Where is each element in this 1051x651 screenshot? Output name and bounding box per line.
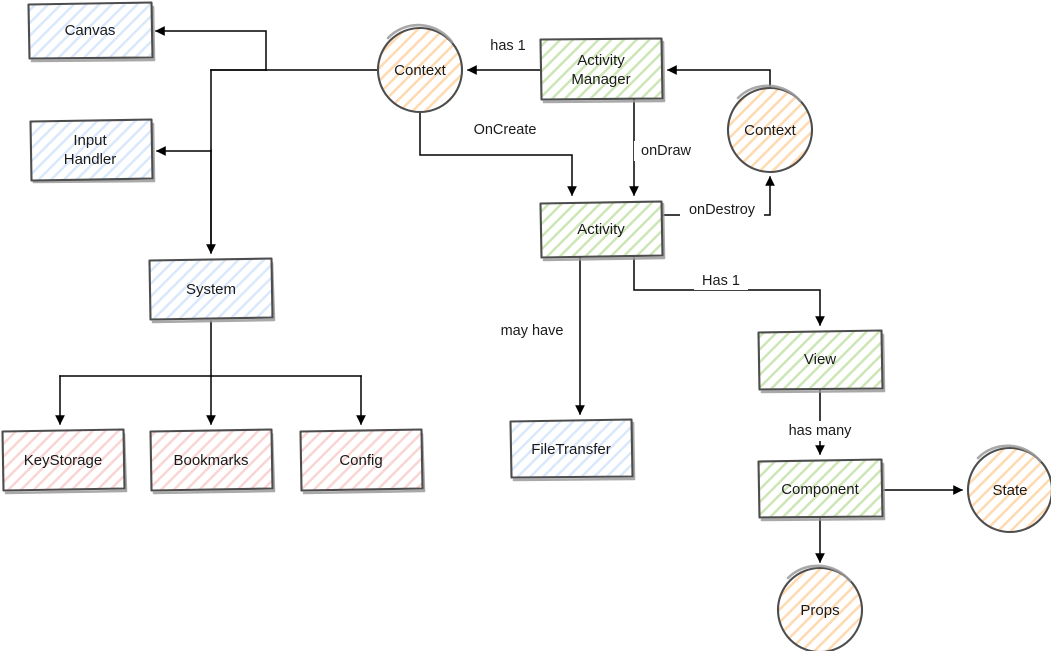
node-activity-label: Activity [577, 221, 625, 238]
node-context-right[interactable]: Context [726, 84, 814, 174]
node-activity-manager[interactable]: Activity Manager [539, 37, 666, 104]
node-input-handler-label-line1: Input [73, 132, 107, 149]
label-bg-mayhave [494, 321, 570, 341]
node-system-label: System [186, 281, 236, 298]
edge-context-to-canvas [155, 26, 267, 71]
node-component-label: Component [781, 481, 859, 498]
label-bg-oncreate [462, 120, 548, 140]
node-bookmarks[interactable]: Bookmarks [149, 428, 276, 495]
edge-label-may-have: may have [501, 323, 564, 339]
node-input-handler-label-line2: Handler [64, 151, 117, 168]
node-keystorage[interactable]: KeyStorage [1, 428, 128, 495]
label-bg-hasmany [780, 421, 860, 441]
node-context-right-label: Context [744, 122, 797, 139]
node-component[interactable]: Component [757, 458, 886, 522]
node-context-left[interactable]: Context [376, 23, 464, 114]
edge-label-has-many: has many [789, 423, 853, 439]
node-bookmarks-label: Bookmarks [173, 452, 248, 469]
edge-label-has-1-upper: Has 1 [702, 273, 740, 289]
node-system[interactable]: System [148, 257, 276, 324]
node-activity[interactable]: Activity [539, 200, 666, 262]
label-bg-has1-lower [482, 35, 534, 55]
node-view[interactable]: View [757, 329, 886, 394]
edge-label-on-destroy: onDestroy [689, 202, 756, 218]
node-props[interactable]: Props [776, 564, 864, 651]
node-activity-manager-label-line2: Manager [571, 71, 630, 88]
node-filetransfer-label: FileTransfer [531, 441, 610, 458]
node-state[interactable]: State [966, 444, 1051, 534]
node-activity-manager-label-line1: Activity [577, 52, 625, 69]
node-context-left-label: Context [394, 62, 447, 79]
label-bg-ondestroy [680, 200, 764, 220]
edge-label-has-1-lower: has 1 [490, 38, 525, 54]
node-state-label: State [992, 482, 1027, 499]
node-config[interactable]: Config [299, 428, 426, 495]
node-keystorage-label: KeyStorage [24, 452, 102, 469]
label-bg-ondraw [634, 141, 700, 161]
node-config-label: Config [339, 452, 382, 469]
node-filetransfer[interactable]: FileTransfer [509, 418, 636, 482]
edge-context-to-activity-oncreate [419, 109, 577, 196]
node-canvas[interactable]: Canvas [27, 1, 156, 63]
node-view-label: View [804, 351, 836, 368]
edge-context-right-to-activity-manager [667, 65, 771, 89]
label-bg-has1-upper [694, 270, 748, 290]
edge-label-on-draw: onDraw [641, 143, 691, 159]
edge-labels: has 1 OnCreate onDraw onDestroy may have… [462, 35, 860, 441]
node-canvas-label: Canvas [65, 22, 116, 39]
edge-label-on-create: OnCreate [474, 122, 537, 138]
edge-activity-to-view [633, 257, 825, 326]
node-props-label: Props [800, 602, 839, 619]
node-input-handler[interactable]: Input Handler [29, 118, 156, 184]
